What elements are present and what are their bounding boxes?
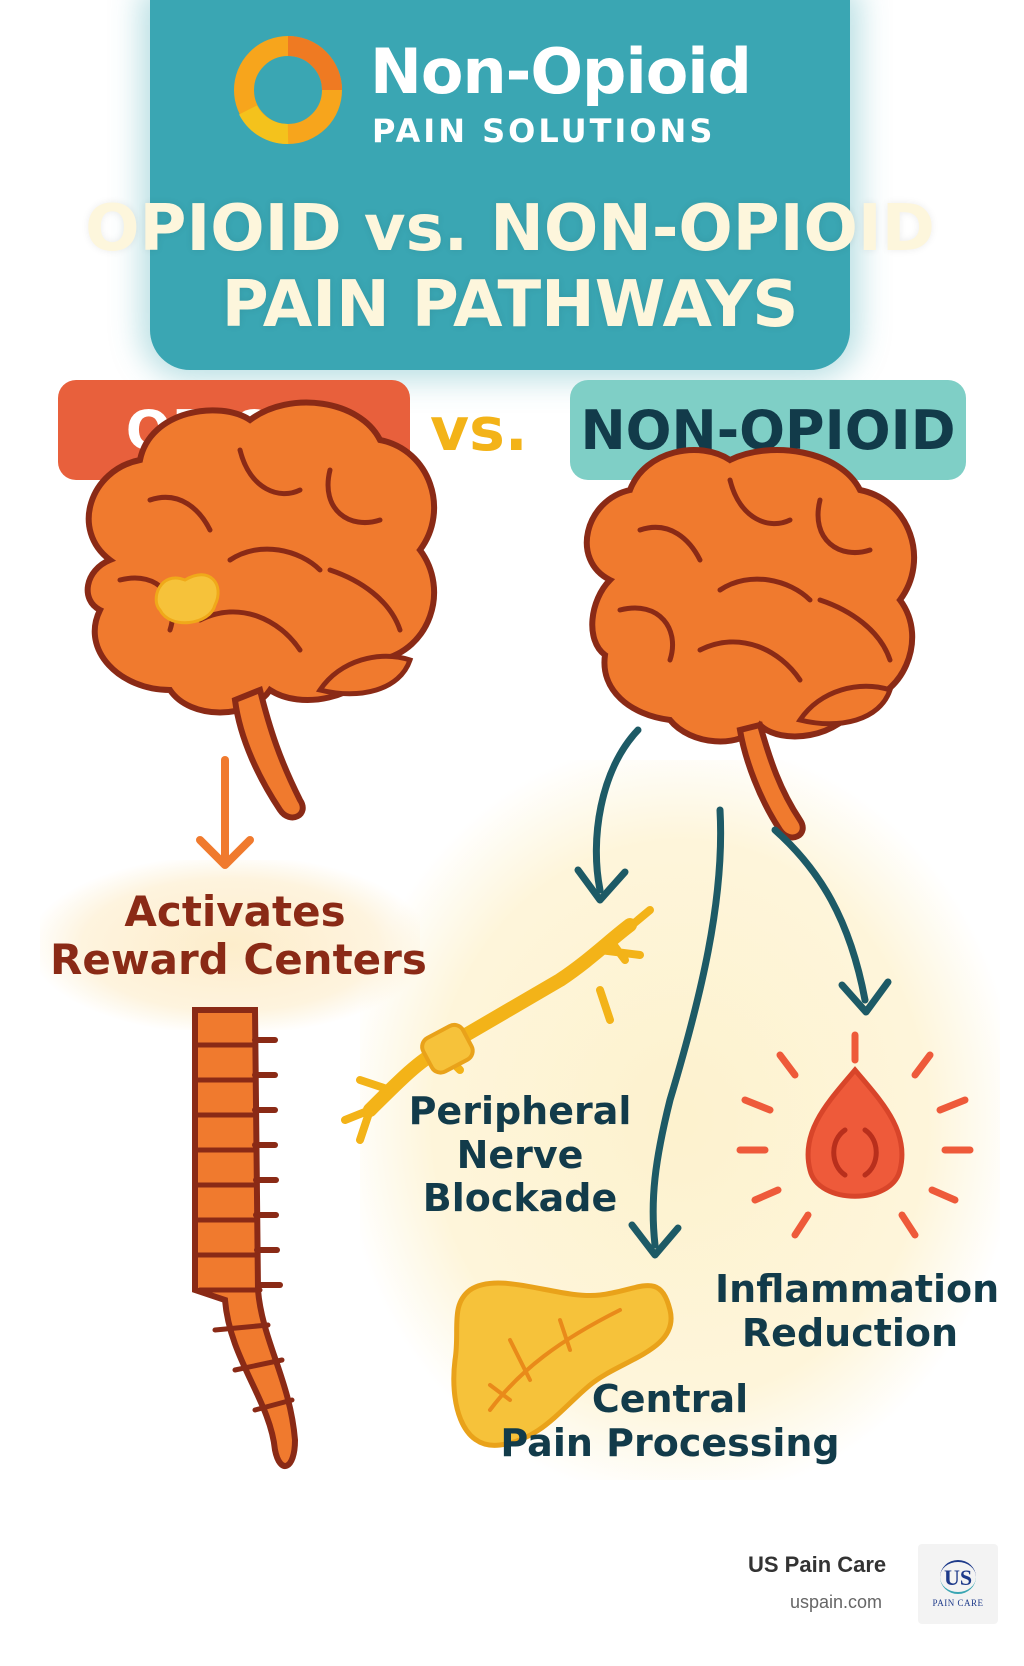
inflammation-icon — [736, 1031, 974, 1239]
footer-logo-mark: US — [939, 1560, 977, 1594]
arrow-down-icon — [628, 806, 725, 1259]
central-processing-label: Central Pain Processing — [500, 1377, 840, 1465]
reward-centers-label: Activates Reward Centers — [50, 887, 427, 985]
footer-logo-text: PAIN CARE — [932, 1598, 984, 1608]
nerve-label-line-3: Blockade — [422, 1176, 618, 1221]
nerve-label-line-1: Peripheral — [408, 1089, 632, 1133]
spine-icon — [192, 1007, 299, 1469]
reward-label-line-1: Activates — [124, 887, 346, 936]
logo-ring-icon — [234, 36, 342, 144]
brand-name: Non-Opioid — [370, 35, 752, 108]
page-title-line-2: PAIN PATHWAYS — [221, 268, 799, 342]
footer-url[interactable]: uspain.com — [790, 1592, 883, 1612]
inflammation-label: Inflammation Reduction — [715, 1267, 1000, 1355]
arrow-down-icon — [771, 826, 892, 1016]
reward-label-line-2: Reward Centers — [50, 935, 427, 985]
footer-brand-name: US Pain Care — [748, 1552, 887, 1577]
inflammation-label-line-2: Reduction — [741, 1310, 959, 1355]
central-label-line-2: Pain Processing — [500, 1420, 840, 1465]
liver-icon — [451, 1280, 674, 1448]
brain-icon — [84, 399, 438, 821]
nerve-icon — [341, 906, 654, 1144]
footer-logo: US PAIN CARE — [918, 1544, 998, 1624]
brain-icon — [583, 447, 918, 841]
arrow-down-icon — [196, 756, 254, 869]
arrow-down-icon — [574, 726, 642, 904]
page-title-line-1: OPIOID vs. NON-OPIOID — [85, 192, 935, 266]
central-label-line-1: Central — [591, 1377, 749, 1421]
nerve-label-line-2: Nerve — [456, 1132, 584, 1177]
reward-glow-background — [40, 860, 420, 1030]
nerve-blockade-label: Peripheral Nerve Blockade — [400, 1089, 640, 1221]
vs-label: vs. — [430, 395, 528, 465]
inflammation-label-line-1: Inflammation — [715, 1267, 1000, 1311]
brand-subtitle: PAIN SOLUTIONS — [372, 112, 716, 150]
